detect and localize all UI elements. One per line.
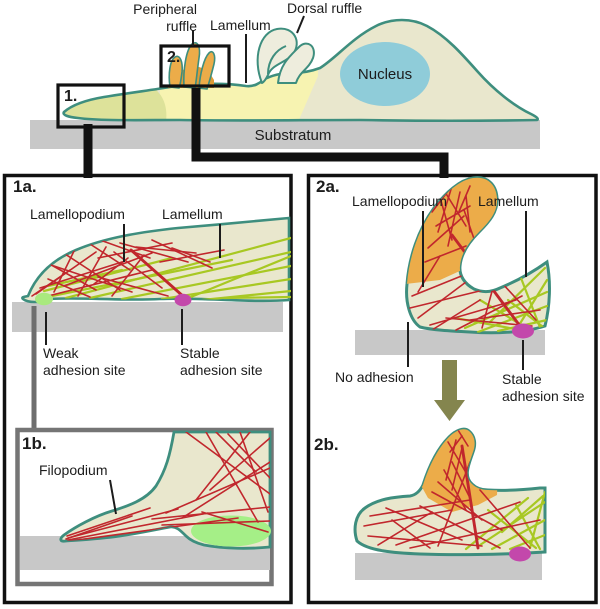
stable-adhesion-label-1a-line2: adhesion site	[180, 362, 263, 378]
lamellopodium-label-2a: Lamellopodium	[352, 193, 447, 209]
weak-adhesion-label-line2: adhesion site	[43, 362, 126, 378]
panel-1b-illustration: 1b. Filopodium	[15, 427, 274, 587]
lamellum-label-2a: Lamellum	[478, 193, 539, 209]
panel-1-border	[2, 173, 293, 605]
lamellum-label-1a: Lamellum	[162, 206, 223, 222]
substratum-label: Substratum	[255, 127, 332, 144]
dorsal-ruffle-leader	[296, 15, 305, 34]
dorsal-ruffle	[256, 27, 315, 84]
no-adhesion-label: No adhesion	[335, 369, 414, 385]
panel-2b-illustration	[353, 427, 547, 580]
filaments-2b	[363, 429, 545, 551]
stable-adhesion-dot-2b	[509, 546, 531, 562]
cell-1a	[21, 216, 291, 304]
nucleus	[340, 42, 430, 106]
connector-line-2	[191, 88, 449, 178]
weak-adhesion-label-line1: Weak	[43, 345, 80, 361]
peripheral-ruffle-label-line2: ruffle	[166, 18, 197, 34]
box2-label: 2.	[167, 49, 180, 66]
weak-adhesion-dot	[35, 292, 53, 306]
stable-adhesion-label-1a-line1: Stable	[180, 345, 220, 361]
stable-adhesion-label-2a-line2: adhesion site	[502, 388, 585, 404]
lamellum-label: Lamellum	[210, 17, 271, 33]
nucleus-label: Nucleus	[358, 66, 412, 83]
panel-2a-illustration: Lamellopodium Lamellum No adhesion Stabl…	[335, 176, 585, 404]
box1-label: 1.	[64, 88, 77, 105]
stable-adhesion-label-2a-line1: Stable	[502, 371, 542, 387]
panel-2a-title: 2a.	[316, 177, 340, 196]
substratum-bar-1a	[12, 302, 283, 332]
filaments-1a	[31, 236, 291, 302]
filopodium-leader	[109, 479, 117, 515]
cell-outline	[62, 18, 540, 123]
dorsal-ruffle-label: Dorsal ruffle	[287, 0, 362, 16]
panel-1: 1a.	[2, 173, 293, 605]
panel-1a-title: 1a.	[13, 177, 37, 196]
panel-2b-title: 2b.	[314, 435, 339, 454]
ruffle-finger	[198, 50, 216, 90]
peripheral-ruffle-label-line1: Peripheral	[133, 1, 197, 17]
lamellopodium-label-1a: Lamellopodium	[30, 206, 125, 222]
inset-box-2	[159, 44, 231, 88]
overview-section: Peripheral ruffle Lamellum Dorsal ruffle…	[30, 0, 540, 178]
filaments-1b	[65, 432, 270, 542]
down-arrow	[434, 360, 465, 421]
stable-adhesion-dot-1a	[174, 293, 192, 307]
filopodium-label: Filopodium	[39, 462, 107, 478]
substratum-bar	[30, 120, 540, 149]
panel-1a-illustration: Lamellopodium Lamellum Weak adhesion sit…	[12, 206, 291, 378]
panel-1b-title: 1b.	[22, 434, 47, 453]
panel-2-border	[306, 173, 598, 605]
panel-2: 2a.	[306, 173, 598, 605]
stable-adhesion-dot-2a	[512, 323, 534, 339]
ruffle-finger	[168, 55, 183, 89]
